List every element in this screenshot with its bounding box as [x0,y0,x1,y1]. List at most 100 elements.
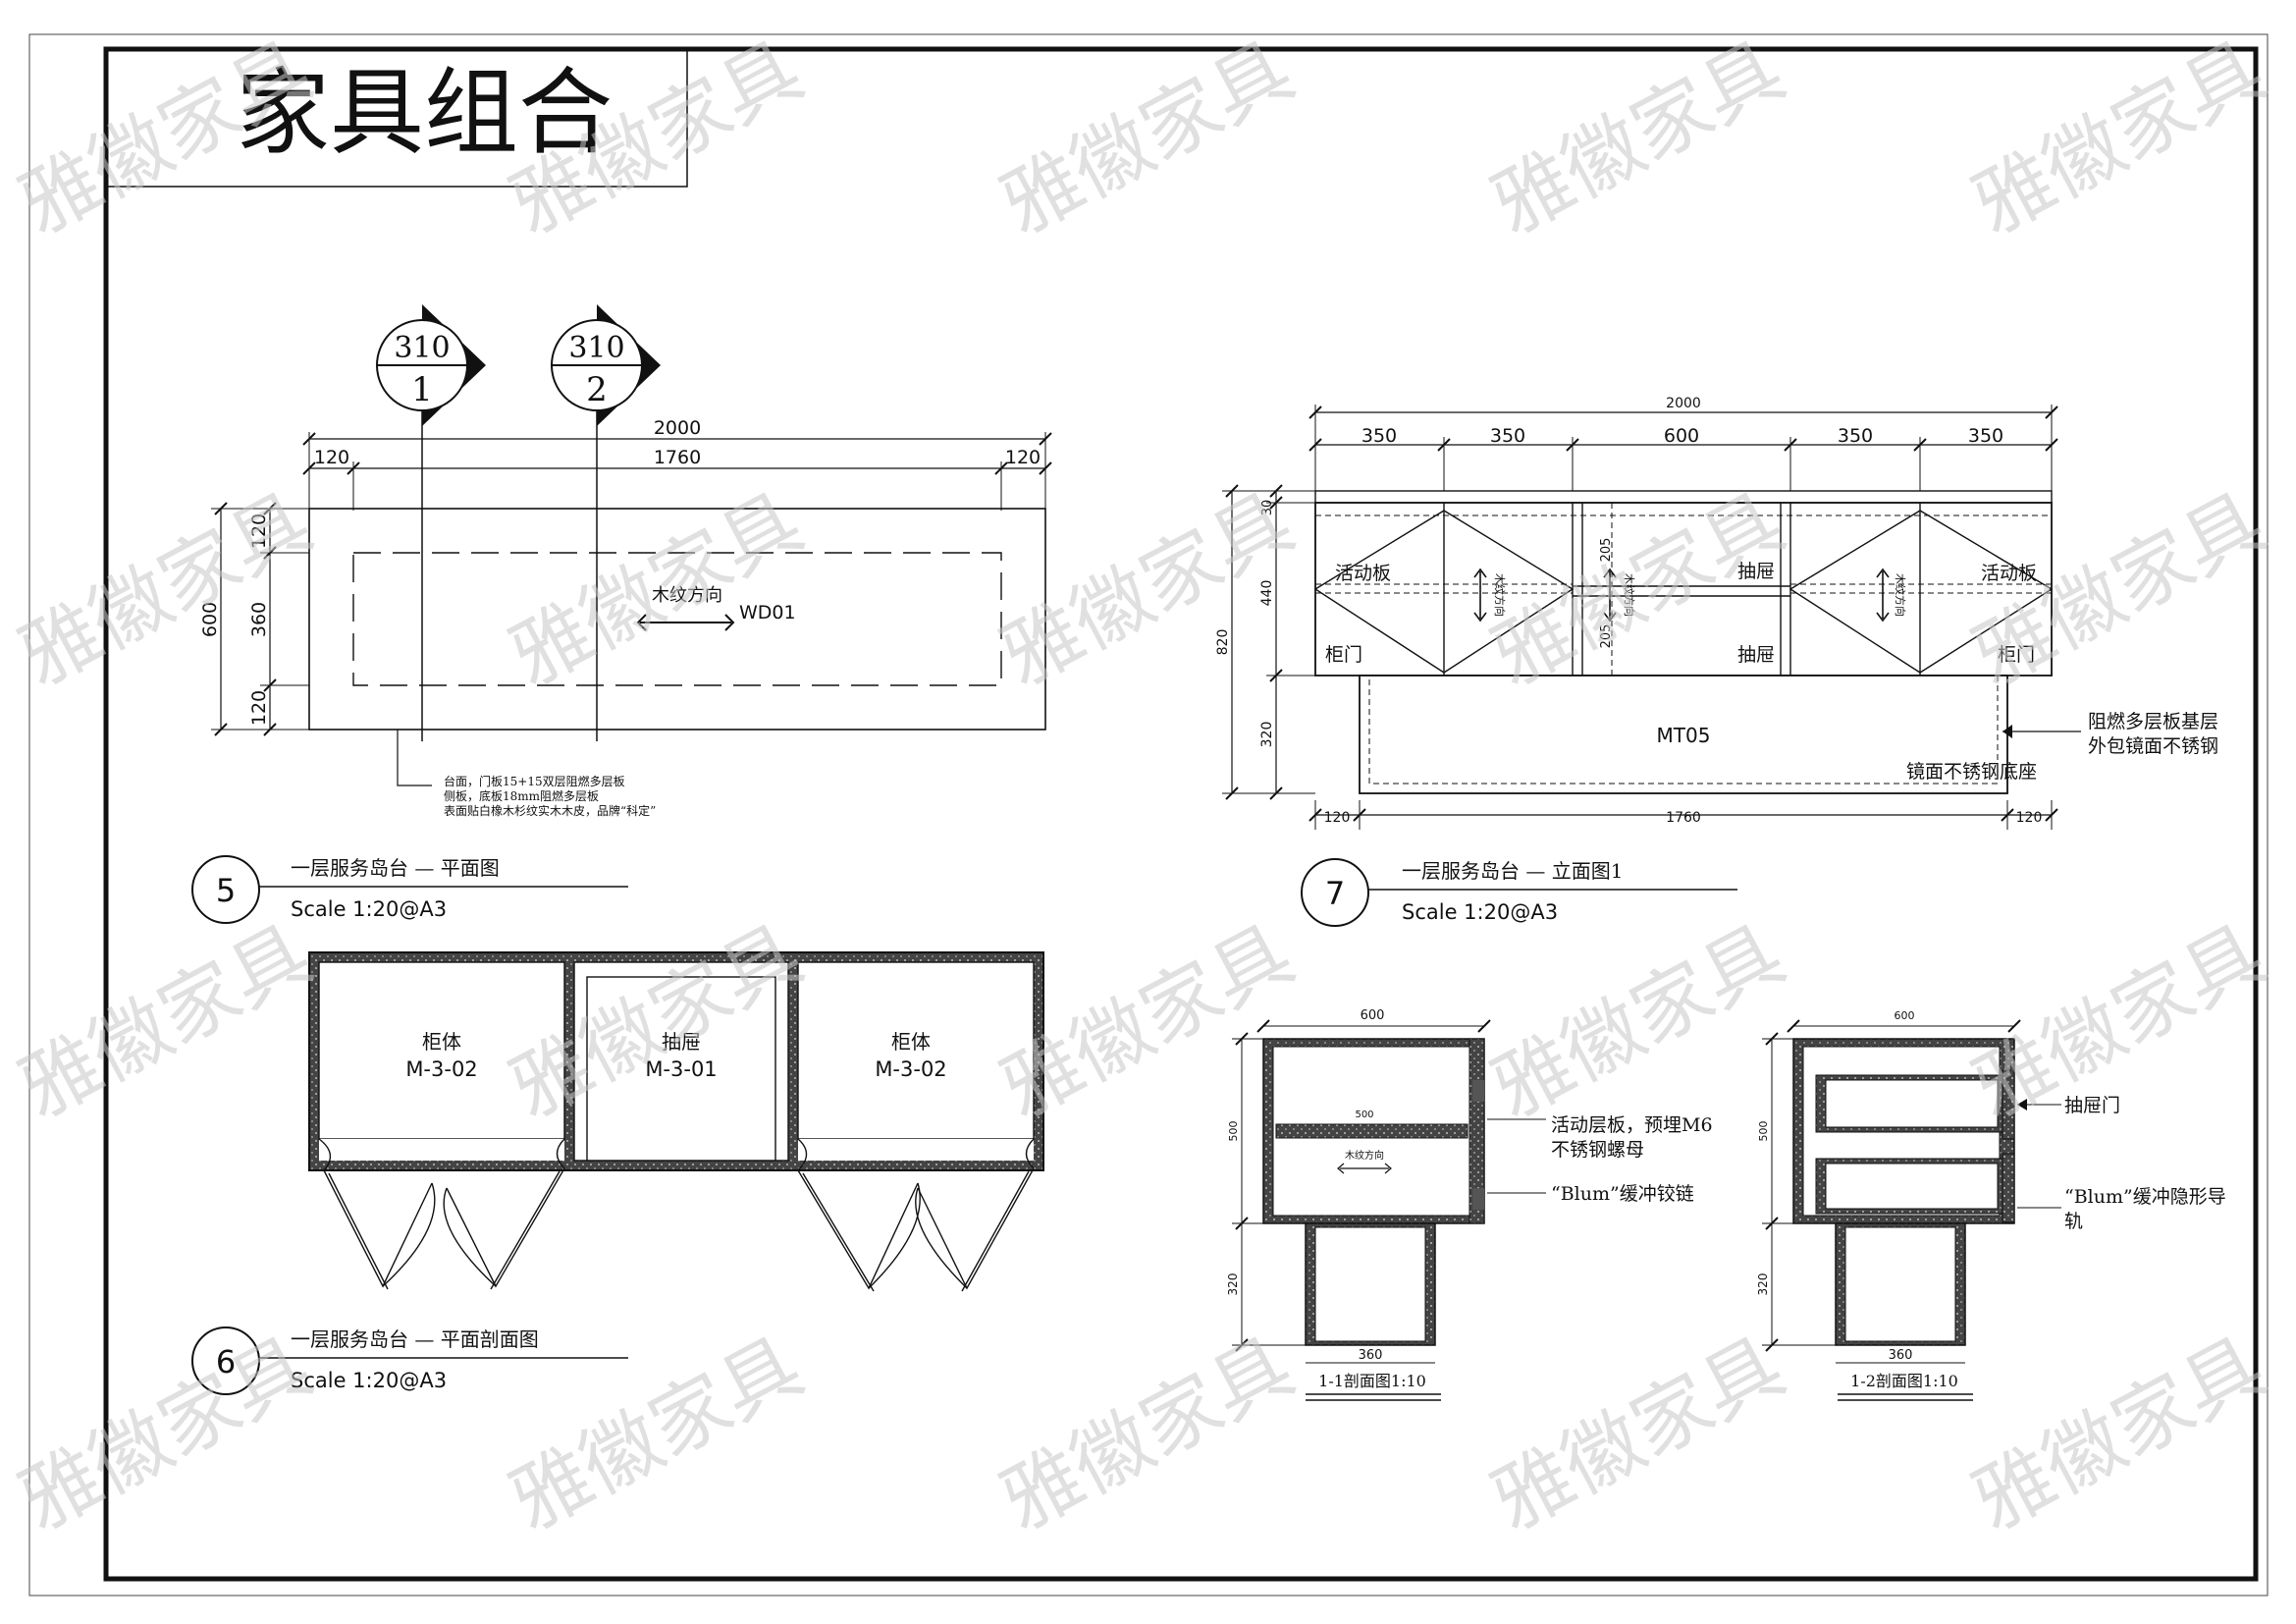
s1-dim-width: 600 [1361,1008,1385,1023]
s2-note-rail-1: “Blum”缓冲隐形导 [2064,1186,2226,1208]
s1-caption: 1-1剖面图1:10 [1318,1372,1426,1390]
plan-dim-left: 120 [314,447,349,468]
elev-dim-top-2: 350 [1490,425,1525,447]
elev-callout-line-2: 外包镜面不锈钢 [2088,735,2218,757]
drawing-label-5: 5 一层服务岛台 — 平面图 Scale 1:20@A3 [191,855,628,924]
s1-grain: 木纹方向 [1345,1149,1384,1162]
drawing-label-6: 6 一层服务岛台 — 平面剖面图 Scale 1:20@A3 [191,1326,628,1395]
plan-dim-total: 2000 [654,417,701,439]
label-5-title: 一层服务岛台 — 平面图 [291,856,500,880]
elevation-view: 2000 350 350 600 350 350 820 30 440 320 [1215,396,2218,830]
watermark: 雅徽家具 [496,1320,816,1547]
s1-dim-body: 500 [1227,1121,1240,1142]
watermark: 雅徽家具 [987,24,1307,251]
elev-cabinet-body [1314,502,2053,677]
watermark: 雅徽家具 [1477,24,1797,251]
s2-caption: 1-2剖面图1:10 [1850,1372,1958,1390]
elev-label-left-door: 柜门 [1325,644,1362,666]
inner-border [103,46,2259,1582]
plan-note-line-1: 台面，门板15+15双层阻燃多层板 [444,774,625,788]
plan-grain-arrow [636,614,735,631]
plan-dim-mid: 1760 [654,447,701,468]
plan-view: 310 1 310 2 2000 120 1760 120 [199,304,1052,818]
s2-note-door: 抽屉门 [2064,1095,2120,1116]
elev-dim-v-1: 30 [1260,500,1275,516]
cabinet-right [797,961,1035,1140]
elev-label-right-door: 柜门 [1998,644,2035,666]
section-1-2: 600 500 320 360 抽屉门 “Blum”缓冲隐形导 轨 1-2剖面图… [1756,1009,2226,1401]
watermark: 雅徽家具 [5,475,325,703]
plan-grain-label: 木纹方向 [652,585,722,606]
watermark: 雅徽家具 [5,907,325,1135]
plan-dim-v-bottom: 120 [248,690,270,726]
elev-dim-top-5: 350 [1968,425,2003,447]
elev-label-left-shelf: 活动板 [1335,563,1391,584]
s1-note-shelf-1: 活动层板，预埋M6 [1551,1114,1713,1136]
plan-dim-right: 120 [1005,447,1041,468]
door-swing-left [318,1138,565,1290]
section-left-name: 柜体 [422,1030,461,1054]
elev-grain-mid: 木纹方向 [1623,573,1636,617]
label-5-number: 5 [216,872,236,909]
plan-note-line-2: 侧板，底板18mm阻燃多层板 [444,788,599,803]
elev-grain-right: 木纹方向 [1894,573,1907,617]
sheet-title: 家具组合 [236,58,613,168]
section-right-code: M-3-02 [875,1057,946,1081]
drawing-label-7: 7 一层服务岛台 — 立面图1 Scale 1:20@A3 [1301,858,1737,927]
plan-dim-v-top: 120 [248,514,270,549]
elev-dim-drawer-1: 205 [1599,538,1614,563]
plan-countertop [308,508,1046,731]
title-box [106,49,688,188]
elev-dim-height: 820 [1215,629,1231,656]
section-mark-1: 310 1 [376,304,486,741]
elev-dim-bottom-2: 1760 [1666,810,1701,826]
plan-note-line-3: 表面贴白橡木杉纹实木木皮，品牌“科定” [444,803,656,818]
label-7-scale: Scale 1:20@A3 [1402,900,1558,924]
section-mark-1-top: 310 [394,331,450,365]
section-mark-1-bottom: 1 [411,370,433,409]
elev-label-right-shelf: 活动板 [1981,563,2037,584]
section-mid-code: M-3-01 [645,1057,717,1081]
elev-plinth-label: 镜面不锈钢底座 [1906,761,2037,783]
plan-cabinet-outline [352,552,1002,686]
section-left-code: M-3-02 [405,1057,477,1081]
elev-dim-top-4: 350 [1838,425,1873,447]
section-mark-2-top: 310 [568,331,624,365]
plan-material-code: WD01 [739,602,796,623]
cabinet-left [318,961,565,1140]
section-plan-view: 柜体 M-3-02 抽屉 M-3-01 柜体 M-3-02 [308,951,1044,1292]
plan-dim-depth: 600 [199,602,221,637]
elev-dim-top-1: 350 [1362,425,1397,447]
watermark: 雅徽家具 [987,1320,1307,1547]
elev-door-swing-left [1313,510,1575,674]
door-swing-right [797,1138,1035,1292]
s2-dim-plinth: 320 [1756,1273,1770,1296]
elev-dim-total: 2000 [1666,396,1701,411]
section-mark-2: 310 2 [551,304,661,741]
s1-shelf [1275,1123,1468,1139]
s1-note-shelf-2: 不锈钢螺母 [1551,1139,1644,1161]
elev-dim-top-3: 600 [1664,425,1699,447]
watermark: 雅徽家具 [5,1320,325,1547]
elev-dim-bottom-3: 120 [2016,810,2043,826]
s1-dim-plinth: 320 [1226,1273,1240,1296]
elev-plinth [1359,675,2008,794]
watermark: 雅徽家具 [1958,24,2278,251]
watermark: 雅徽家具 [1477,907,1797,1135]
elev-dim-drawer-2: 205 [1599,624,1614,649]
plan-note-leader [397,730,432,786]
elev-door-swing-right [1789,510,2054,674]
label-5-scale: Scale 1:20@A3 [291,897,447,921]
s1-note-hinge: “Blum”缓冲铰链 [1551,1183,1694,1205]
watermark: 雅徽家具 [496,475,816,703]
elev-dim-v-3: 320 [1259,722,1275,748]
elev-label-drawer-top: 抽屉 [1737,561,1775,582]
s1-dim-shelf: 500 [1355,1110,1373,1120]
section-1-1: 600 500 木纹方向 500 320 360 活动层板，预埋M6 不锈钢螺母… [1226,1008,1713,1401]
elev-dim-bottom-1: 120 [1324,810,1351,826]
watermark: 雅徽家具 [1958,1320,2278,1547]
elev-label-drawer-bottom: 抽屉 [1737,644,1775,666]
elev-dim-v-2: 440 [1259,580,1275,607]
elev-plinth-code: MT05 [1657,724,1711,747]
